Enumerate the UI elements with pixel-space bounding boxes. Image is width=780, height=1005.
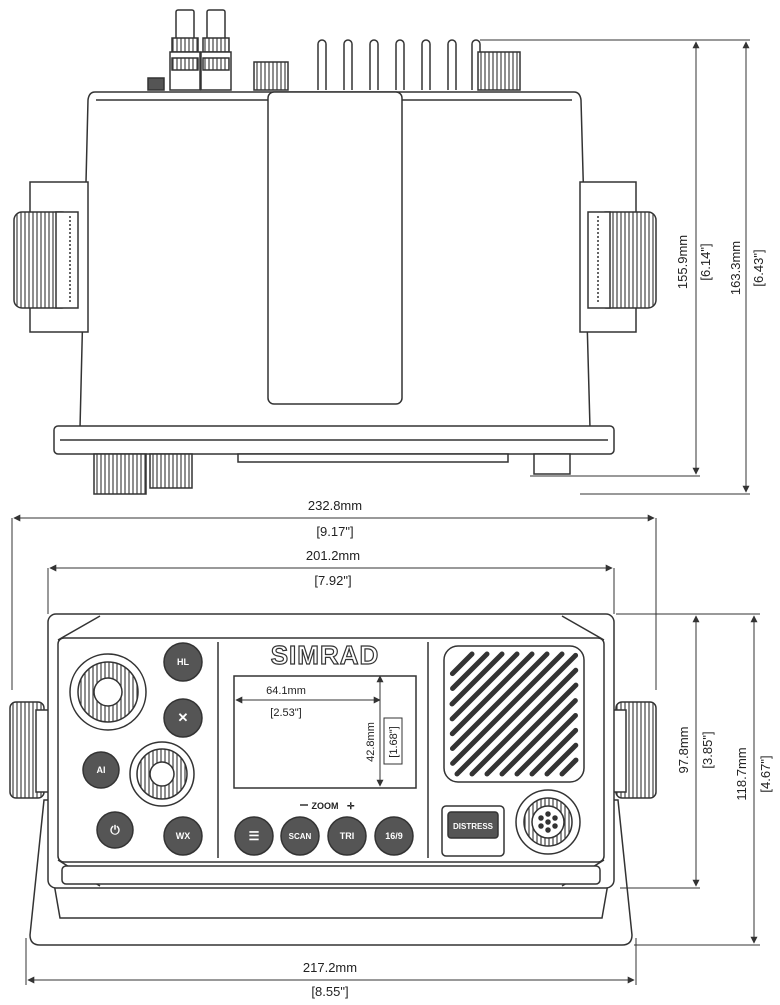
- menu-icon: ☰: [249, 829, 260, 843]
- center-panel: [267, 91, 403, 405]
- dim-9-17in: [9.17"]: [316, 524, 353, 539]
- screen-width-mm: 64.1mm: [266, 685, 306, 697]
- top-view-height-dims: [480, 39, 750, 495]
- grille-slot: [544, 742, 579, 777]
- dim-163-3mm: 163.3mm: [728, 241, 743, 295]
- power-button[interactable]: ⏻: [96, 811, 134, 849]
- ai-label: AI: [97, 765, 106, 775]
- distress-label: DISTRESS: [453, 822, 494, 831]
- dim-232-8mm: 232.8mm: [308, 498, 362, 513]
- screen-height-box: [383, 717, 403, 765]
- grille-slot: [449, 651, 475, 677]
- tri-label: TRI: [340, 831, 355, 841]
- distress-button[interactable]: DISTRESS: [441, 805, 505, 857]
- power-connector: [253, 61, 289, 91]
- front-height-dims: [616, 613, 760, 946]
- dim-6-14in: [6.14"]: [698, 243, 713, 280]
- grille-slot: [449, 651, 520, 722]
- dim-118-7mm: 118.7mm: [734, 747, 749, 800]
- zoom-plus-icon: ✛: [347, 801, 355, 811]
- power-icon: ⏻: [110, 823, 120, 837]
- hl-button[interactable]: HL: [163, 642, 203, 682]
- tri-button[interactable]: TRI: [327, 816, 367, 856]
- dim-201-2mm: 201.2mm: [306, 548, 360, 563]
- grille-slot: [484, 682, 579, 777]
- left-mount-knob: [13, 181, 89, 333]
- grille-slot: [499, 698, 578, 777]
- wx-label: WX: [176, 831, 191, 841]
- grille-slot: [529, 727, 579, 777]
- dim-97-8mm: 97.8mm: [676, 727, 691, 774]
- brand-logo: SIMRAD: [271, 640, 380, 670]
- screen-height-in: [1.68"]: [388, 726, 400, 757]
- knob-stubs: [93, 453, 571, 495]
- grille-slot: [450, 651, 490, 691]
- scan-button[interactable]: SCAN: [280, 816, 320, 856]
- right-mount-knob: [579, 181, 657, 333]
- grille-slot: [514, 713, 578, 777]
- wx-button[interactable]: WX: [163, 816, 203, 856]
- dim-3-85in: [3.85"]: [700, 731, 715, 768]
- grille-slot: [449, 651, 505, 707]
- grille-slot: [449, 651, 535, 737]
- dim-7-92in: [7.92"]: [314, 573, 351, 588]
- round-buttons: HL ✕ AI ⏻ WX ☰ SCAN TRI: [82, 642, 414, 856]
- scan-label: SCAN: [289, 832, 312, 841]
- left-controls: [69, 653, 195, 807]
- grille-slot: [454, 652, 579, 777]
- screen-width-in: [2.53"]: [270, 707, 301, 719]
- ai-button[interactable]: AI: [82, 751, 120, 789]
- width-dims: [11, 514, 657, 985]
- speaker-grille: [443, 645, 585, 783]
- zoom-label: ZOOM: [312, 801, 339, 811]
- top-view: [13, 9, 657, 495]
- grille-slot: [559, 757, 579, 777]
- dim-6-43in: [6.43"]: [751, 249, 766, 286]
- dim-8-55in: [8.55"]: [311, 984, 348, 999]
- back-button[interactable]: ✕: [163, 698, 203, 738]
- antenna-connectors: [147, 9, 232, 91]
- close-icon: ✕: [178, 710, 189, 725]
- grille-slot: [469, 667, 579, 777]
- dim-4-67in: [4.67"]: [758, 755, 773, 792]
- dim-155-9mm: 155.9mm: [675, 235, 690, 289]
- ch16-button[interactable]: 16/9: [374, 816, 414, 856]
- screen-height-mm: 42.8mm: [365, 722, 377, 762]
- dim-217-2mm: 217.2mm: [303, 960, 357, 975]
- grille-slot: [449, 651, 550, 752]
- hl-label: HL: [177, 657, 189, 667]
- grille-slot: [450, 651, 565, 766]
- mic-connector: [515, 789, 581, 855]
- menu-button[interactable]: ☰: [234, 816, 274, 856]
- ch16-label: 16/9: [385, 831, 403, 841]
- pin-connectors: [317, 39, 521, 91]
